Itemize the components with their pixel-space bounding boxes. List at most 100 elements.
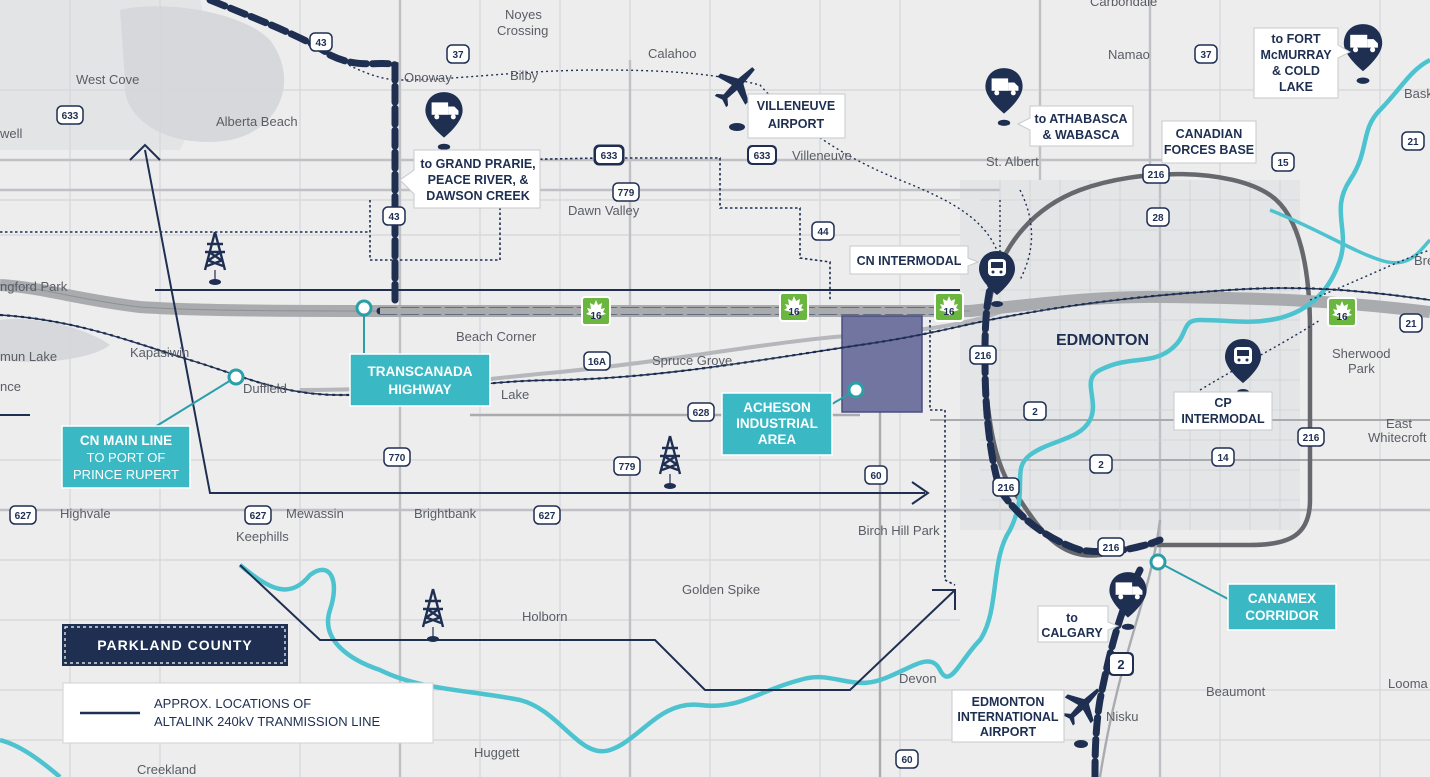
place-wabamun-lake: mun Lake <box>0 349 57 364</box>
place-noyes-crossing-2: Crossing <box>497 23 548 38</box>
highway-shield-44: 44 <box>811 221 835 241</box>
svg-text:to GRAND PRARIE,: to GRAND PRARIE, <box>420 157 535 171</box>
place-villeneuve: Villeneuve <box>792 148 852 163</box>
highway-shield-2: 2 <box>1108 652 1134 676</box>
svg-text:216: 216 <box>998 483 1015 494</box>
place-alberta-beach: Alberta Beach <box>216 114 298 129</box>
place-dawn-valley: Dawn Valley <box>568 203 640 218</box>
svg-text:779: 779 <box>619 462 636 473</box>
highway-shield-779: 779 <box>613 456 641 476</box>
highway-shield-21: 21 <box>1399 313 1423 333</box>
cfb-callout: CANADIAN FORCES BASE <box>1161 120 1257 164</box>
place-sherwood-park: Sherwood <box>1332 346 1391 361</box>
svg-text:14: 14 <box>1217 453 1229 464</box>
place-looma: Looma <box>1388 676 1429 691</box>
highway-shield-28: 28 <box>1146 207 1170 227</box>
highway-shield-37: 37 <box>446 44 470 64</box>
place-east-whitecroft-2: Whitecroft <box>1368 430 1427 445</box>
svg-text:633: 633 <box>62 111 79 122</box>
place-st-albert: St. Albert <box>986 154 1039 169</box>
svg-text:16A: 16A <box>588 357 606 368</box>
place-duffield: Duffield <box>243 381 287 396</box>
place-creekland: Creekland <box>137 762 196 777</box>
svg-text:& COLD: & COLD <box>1272 64 1320 78</box>
svg-text:AREA: AREA <box>758 432 797 447</box>
svg-text:CALGARY: CALGARY <box>1041 626 1103 640</box>
maple-leaf-shield-icon: 16 <box>934 292 964 322</box>
eia-callout: EDMONTON INTERNATIONAL AIRPORT <box>951 689 1065 743</box>
svg-text:21: 21 <box>1407 137 1419 148</box>
svg-text:PEACE RIVER, &: PEACE RIVER, & <box>428 173 529 187</box>
maple-leaf-shield-icon: 16 <box>779 292 809 322</box>
svg-text:to: to <box>1066 611 1078 625</box>
place-edmonton: EDMONTON <box>1056 332 1149 349</box>
place-beaumont: Beaumont <box>1206 684 1266 699</box>
place-devon: Devon <box>899 671 937 686</box>
highway-shield-216: 216 <box>1097 537 1125 557</box>
svg-text:16: 16 <box>788 307 800 318</box>
svg-text:PRINCE RUPERT: PRINCE RUPERT <box>73 467 179 482</box>
svg-text:AIRPORT: AIRPORT <box>980 725 1037 739</box>
highway-shield-37: 37 <box>1194 44 1218 64</box>
maple-leaf-shield-icon: 16 <box>1327 297 1357 327</box>
place-nisku: Nisku <box>1106 709 1139 724</box>
acheson-industrial-area-label: ACHESON INDUSTRIAL AREA <box>721 392 833 456</box>
svg-text:628: 628 <box>693 408 710 419</box>
svg-text:2: 2 <box>1098 460 1104 471</box>
highway-shield-43: 43 <box>309 32 333 52</box>
place-carbondale: Carbondale <box>1090 0 1157 9</box>
place-bask: Bask <box>1404 86 1430 101</box>
place-brightbank: Brightbank <box>414 506 477 521</box>
athabasca-callout: to ATHABASCA & WABASCA <box>1016 105 1134 147</box>
highway-shield-779: 779 <box>612 182 640 202</box>
place-holborn: Holborn <box>522 609 568 624</box>
svg-text:60: 60 <box>870 471 882 482</box>
svg-text:DAWSON CREEK: DAWSON CREEK <box>426 189 529 203</box>
svg-text:CANAMEX: CANAMEX <box>1248 591 1316 606</box>
place-west-cove: West Cove <box>76 72 139 87</box>
svg-text:43: 43 <box>388 212 400 223</box>
calgary-callout: to CALGARY <box>1037 605 1120 643</box>
svg-text:15: 15 <box>1277 158 1289 169</box>
highway-shield-633: 633 <box>56 105 84 125</box>
svg-text:FORCES BASE: FORCES BASE <box>1164 143 1254 157</box>
svg-text:44: 44 <box>817 227 829 238</box>
place-nce: nce <box>0 379 21 394</box>
highway-shield-21: 21 <box>1401 131 1425 151</box>
highway-shield-60: 60 <box>895 749 919 769</box>
svg-text:16: 16 <box>943 307 955 318</box>
svg-text:633: 633 <box>601 151 618 162</box>
svg-text:& WABASCA: & WABASCA <box>1042 128 1119 142</box>
place-namao: Namao <box>1108 47 1150 62</box>
svg-text:627: 627 <box>250 511 267 522</box>
svg-text:ACHESON: ACHESON <box>743 400 811 415</box>
highway-shield-14: 14 <box>1211 447 1235 467</box>
highway-shield-43: 43 <box>382 206 406 226</box>
svg-text:770: 770 <box>389 453 406 464</box>
highway-shield-770: 770 <box>383 447 411 467</box>
svg-text:CN MAIN LINE: CN MAIN LINE <box>80 433 172 448</box>
highway-shield-216: 216 <box>1142 164 1170 184</box>
svg-text:AIRPORT: AIRPORT <box>768 117 825 131</box>
svg-text:216: 216 <box>1303 433 1320 444</box>
svg-text:EDMONTON: EDMONTON <box>972 695 1045 709</box>
highway-shield-633: 633 <box>593 144 625 166</box>
highway-shield-2: 2 <box>1023 401 1047 421</box>
place-east-whitecroft: East <box>1386 416 1412 431</box>
place-keephills: Keephills <box>236 529 289 544</box>
svg-text:INTERNATIONAL: INTERNATIONAL <box>957 710 1059 724</box>
svg-text:216: 216 <box>975 351 992 362</box>
place-calahoo: Calahoo <box>648 46 696 61</box>
place-lake: Lake <box>501 387 529 402</box>
svg-text:to FORT: to FORT <box>1271 32 1321 46</box>
fort-mcmurray-callout: to FORT McMURRAY & COLD LAKE <box>1253 27 1352 99</box>
svg-text:LAKE: LAKE <box>1279 80 1313 94</box>
place-birch-hill-park: Birch Hill Park <box>858 523 940 538</box>
svg-text:2: 2 <box>1032 407 1038 418</box>
place-langford-park: ngford Park <box>0 279 68 294</box>
svg-text:VILLENEUVE: VILLENEUVE <box>757 99 836 113</box>
place-bre: Bre <box>1414 253 1430 268</box>
svg-text:633: 633 <box>754 151 771 162</box>
